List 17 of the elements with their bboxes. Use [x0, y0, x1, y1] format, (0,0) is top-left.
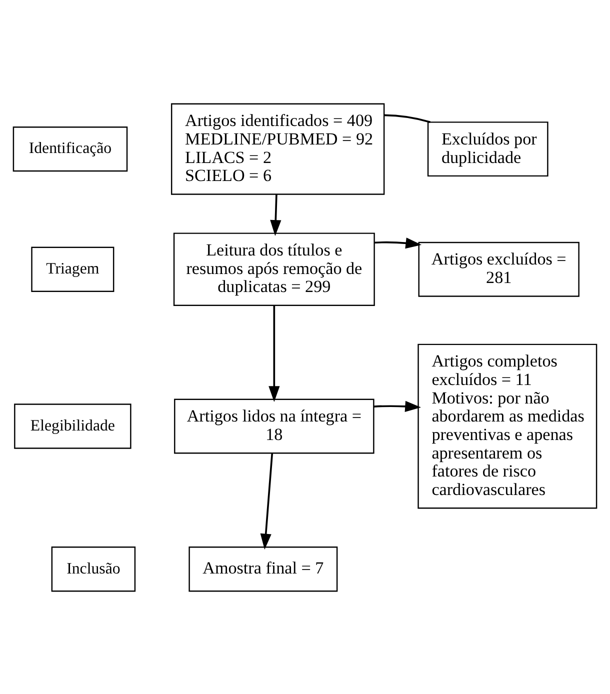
- arrow: [270, 194, 282, 236]
- node-box: Amostra final = 7: [188, 546, 338, 592]
- arrow: [268, 305, 280, 402]
- node-box: Elegibilidade: [14, 403, 132, 448]
- node-box: Leitura dos títulos e resumos após remoção de duplicatas = 299: [173, 232, 375, 306]
- arrow: [374, 400, 422, 412]
- connector: [384, 114, 431, 122]
- node-box: Artigos lidos na íntegra = 18: [174, 398, 374, 454]
- node-box: Inclusão: [51, 546, 136, 592]
- node-box: Identificação: [12, 126, 128, 172]
- node-box: Artigos identificados = 409 MEDLINE/PUBMED = 92 LILACS = 2 SCIELO = 6: [170, 102, 385, 194]
- arrow: [374, 237, 422, 248]
- node-box: Artigos completos excluídos = 11 Motivos: por não abordarem as medidas preventivas e apenas apresentarem os fatores de risco cardiovasculares: [418, 343, 598, 508]
- node-box: Triagem: [31, 246, 114, 292]
- arrow: [260, 452, 274, 550]
- node-box: Excluídos por duplicidade: [427, 121, 548, 176]
- node-box: Artigos excluídos = 281: [418, 241, 580, 296]
